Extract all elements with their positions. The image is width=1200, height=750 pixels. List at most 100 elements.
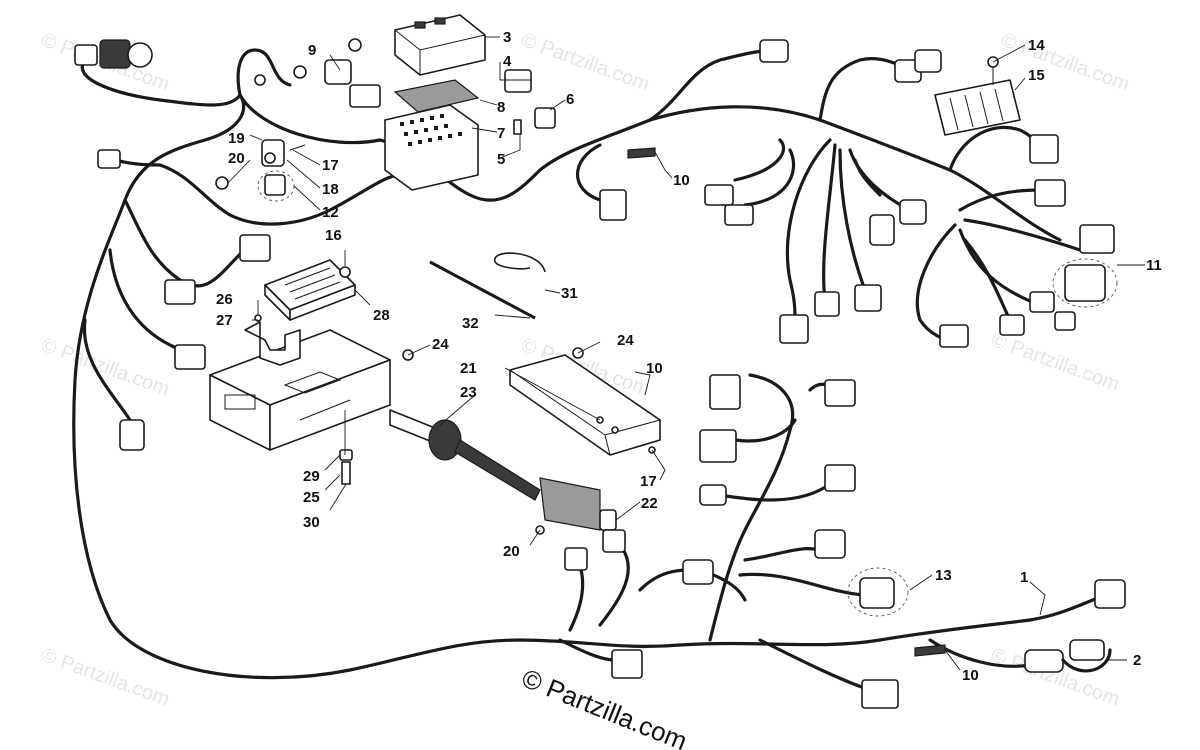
fuse-holder-2 — [1024, 649, 1064, 673]
ring-terminal — [348, 38, 362, 52]
connector — [814, 529, 846, 559]
connector — [599, 189, 627, 221]
callouts: 1 2 3 4 5 6 7 8 9 10 10 10 11 12 13 14 1… — [216, 29, 1162, 684]
connector — [824, 379, 856, 407]
connector — [564, 547, 588, 571]
callout-10: 10 — [673, 172, 690, 189]
connector — [682, 559, 714, 585]
relay-9 — [324, 59, 352, 85]
fuse-holder-2 — [1069, 639, 1105, 661]
connector — [349, 84, 381, 108]
connector — [699, 429, 737, 463]
connector — [914, 49, 942, 73]
connector-11 — [1064, 264, 1106, 302]
callout-29: 29 — [303, 468, 320, 485]
callout-24: 24 — [432, 336, 449, 353]
callout-28: 28 — [373, 307, 390, 324]
ecu-module — [264, 259, 356, 321]
connector — [1094, 579, 1126, 609]
fuse-5 — [513, 119, 522, 135]
connector — [709, 374, 741, 410]
callout-22: 22 — [641, 495, 658, 512]
connector-13 — [859, 577, 895, 609]
callout-17: 17 — [322, 157, 339, 174]
watermark: © Partzilla.com — [518, 29, 652, 96]
connector — [861, 679, 899, 709]
connector — [814, 291, 840, 317]
connector — [97, 149, 121, 169]
connector — [164, 279, 196, 305]
watermark: © Partzilla.com — [38, 334, 172, 401]
callout-23: 23 — [460, 384, 477, 401]
leader-lines — [227, 36, 1145, 671]
callout-32: 32 — [462, 315, 479, 332]
callout-14: 14 — [1028, 37, 1045, 54]
relay-6 — [534, 107, 556, 129]
callout-11: 11 — [1146, 257, 1162, 274]
connector — [611, 649, 643, 679]
callout-8: 8 — [497, 99, 505, 116]
washer-29 — [339, 449, 353, 461]
callout-7: 7 — [497, 125, 505, 142]
connectors — [74, 14, 1126, 709]
callout-15: 15 — [1028, 67, 1045, 84]
connector-12 — [264, 174, 286, 196]
nut-20 — [215, 176, 229, 190]
connector — [699, 484, 727, 506]
bracket-21 — [509, 354, 661, 456]
relay-4 — [504, 69, 532, 93]
connector — [1034, 179, 1066, 207]
clamp-31 — [494, 252, 546, 273]
mounting-tray — [209, 321, 391, 451]
callout-12: 12 — [322, 204, 339, 221]
connector — [869, 214, 895, 246]
connector — [239, 234, 271, 262]
connector — [779, 314, 809, 344]
ring-terminal — [254, 74, 266, 86]
callout-4: 4 — [503, 53, 512, 70]
callout-9: 9 — [308, 42, 316, 59]
clip-10 — [627, 147, 656, 159]
callout-1: 1 — [1020, 569, 1028, 586]
connector — [1029, 134, 1059, 164]
voltage-regulator — [934, 79, 1021, 136]
bolt-30 — [341, 461, 351, 485]
callout-18: 18 — [322, 181, 339, 198]
callout-5: 5 — [497, 151, 505, 168]
callout-26: 26 — [216, 291, 233, 308]
connector — [854, 284, 882, 312]
connector — [704, 184, 734, 206]
fuse-box-cover — [394, 14, 486, 76]
connector — [939, 324, 969, 348]
actuator-23 — [389, 409, 617, 531]
callout-27: 27 — [216, 312, 233, 329]
connector — [1079, 224, 1115, 254]
nut-16 — [339, 266, 351, 278]
clip-10 — [914, 644, 946, 657]
watermark: © Partzilla.com — [988, 329, 1122, 396]
callout-21: 21 — [460, 360, 477, 377]
connector — [602, 529, 626, 553]
callout-10: 10 — [962, 667, 979, 684]
callout-30: 30 — [303, 514, 320, 531]
callout-19: 19 — [228, 130, 245, 147]
connector — [174, 344, 206, 370]
connector — [724, 204, 754, 226]
gasket — [393, 79, 480, 113]
callout-6: 6 — [566, 91, 574, 108]
callout-31: 31 — [561, 285, 578, 302]
callout-16: 16 — [325, 227, 342, 244]
callout-24: 24 — [617, 332, 634, 349]
callout-20: 20 — [228, 150, 245, 167]
connector — [759, 39, 789, 63]
cable-tie-32 — [429, 260, 536, 320]
callout-2: 2 — [1133, 652, 1141, 669]
connector — [999, 314, 1025, 336]
ring-terminal — [293, 65, 307, 79]
callout-25: 25 — [303, 489, 320, 506]
connector — [1054, 311, 1076, 331]
copyright-text: © Partzilla.com — [518, 663, 692, 750]
connector — [899, 199, 927, 225]
callout-13: 13 — [935, 567, 952, 584]
